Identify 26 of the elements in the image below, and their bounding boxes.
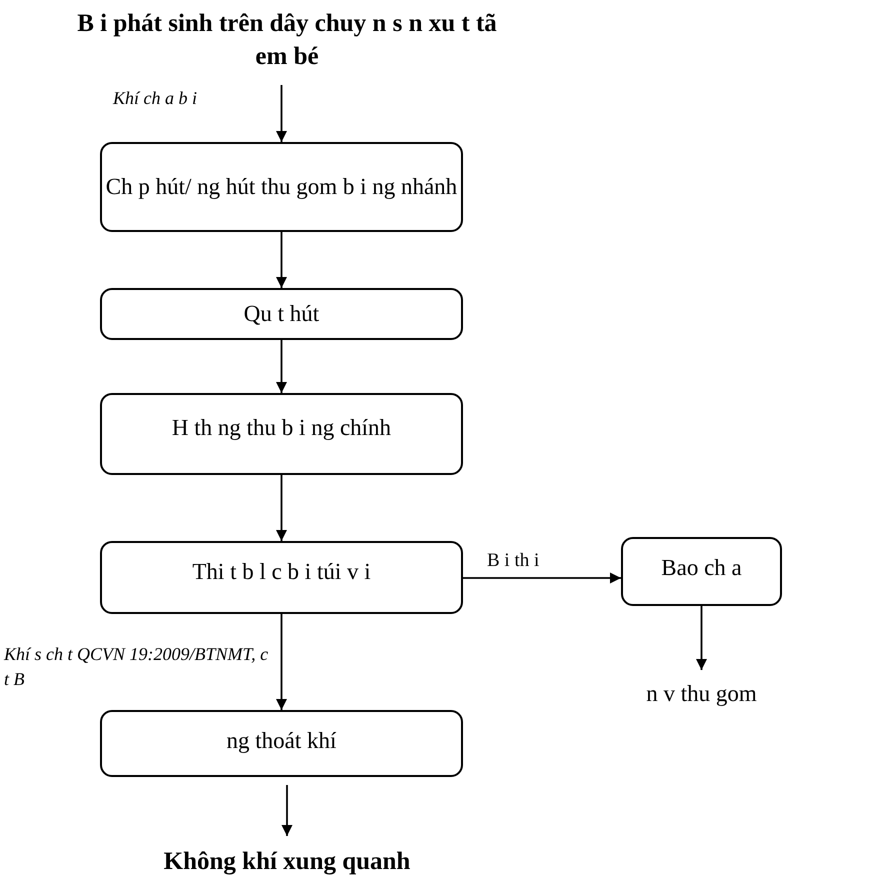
box-label: ng thoát khí bbox=[226, 727, 336, 755]
arrow bbox=[282, 785, 292, 836]
box-label: Qu t hút bbox=[244, 300, 320, 328]
process-box bbox=[100, 288, 463, 340]
arrow bbox=[276, 85, 287, 142]
destination-text: n v thu gom bbox=[646, 680, 757, 708]
arrow bbox=[276, 232, 287, 288]
process-box bbox=[100, 710, 463, 777]
edge-label: Khí s ch t QCVN 19:2009/BTNMT, c t B bbox=[4, 643, 270, 691]
heading-text: B i phát sinh trên dây chuy n s n xu t tã em bé bbox=[76, 9, 498, 72]
process-box bbox=[621, 537, 782, 606]
box-label: Ch p hút/ ng hút thu gom b i ng nhánh bbox=[106, 173, 458, 201]
destination-text: Không khí xung quanh bbox=[164, 846, 410, 876]
process-box bbox=[100, 541, 463, 614]
box-label: Bao ch a bbox=[661, 554, 742, 582]
edge-label: Khí ch a b i bbox=[113, 87, 198, 110]
edge-label: B i th i bbox=[487, 549, 540, 573]
arrow bbox=[276, 614, 287, 710]
arrow bbox=[276, 340, 287, 393]
arrow bbox=[696, 606, 707, 670]
arrow bbox=[463, 572, 621, 584]
box-label: H th ng thu b i ng chính bbox=[172, 414, 392, 442]
box-label: Thi t b l c b i túi v i bbox=[192, 558, 371, 586]
process-box bbox=[100, 142, 463, 232]
process-box bbox=[100, 393, 463, 475]
arrow bbox=[276, 475, 287, 541]
